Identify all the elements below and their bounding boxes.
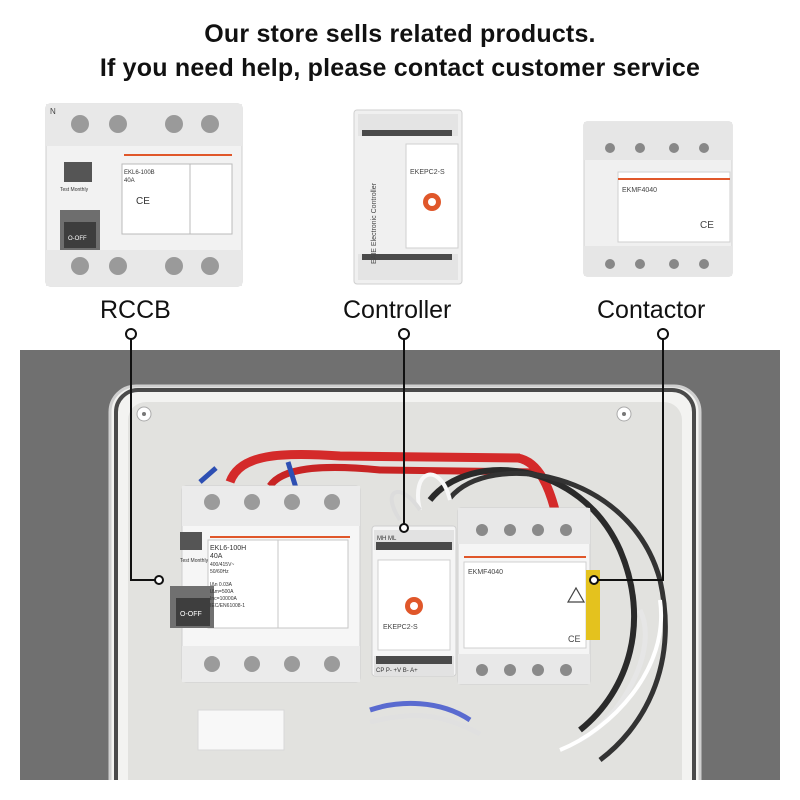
- contactor-model-text: EKMF4040: [622, 187, 657, 194]
- contactor-product-image: EKMF4040 CE: [583, 121, 733, 277]
- contactor-callout-marker: [657, 328, 669, 340]
- scene-controller-bottom: CP P- +V B- A+: [376, 668, 418, 674]
- contactor-ce-mark: CE: [700, 220, 714, 231]
- rccb-rating-text: 40A: [124, 178, 135, 184]
- controller-callout-marker: [398, 328, 410, 340]
- rccb-off-text: O-OFF: [68, 236, 87, 242]
- scene-rccb-spec2: 50/60Hz: [210, 569, 229, 575]
- controller-side-text: EAIE Electronic Controller: [371, 182, 378, 264]
- scene-rccb-spec1: 400/415V~: [210, 562, 234, 568]
- contactor-label: Contactor: [597, 296, 706, 324]
- controller-model-text: EKEPC2-S: [410, 169, 445, 176]
- installed-enclosure-photo: EKL6-100H 40A 400/415V~ 50/60Hz IΔn 0.03…: [20, 350, 780, 780]
- scene-contactor-model: EKMF4040: [468, 569, 503, 576]
- scene-rccb-off: O-OFF: [180, 611, 202, 618]
- scene-rccb-spec4: IΔm=500A: [210, 589, 234, 595]
- rccb-ce-mark: CE: [136, 196, 150, 207]
- scene-rccb-model: EKL6-100H: [210, 545, 246, 552]
- rccb-test-text: Test Monthly: [60, 187, 89, 193]
- scene-controller-top: MH ML: [377, 536, 397, 542]
- rccb-label: RCCB: [100, 296, 171, 324]
- scene-controller-model: EKEPC2-S: [383, 624, 418, 631]
- rccb-n-mark: N: [50, 107, 56, 116]
- headline-line-1: Our store sells related products.: [204, 20, 596, 48]
- controller-label: Controller: [343, 296, 452, 324]
- scene-rccb-test: Test Monthly: [180, 558, 209, 564]
- scene-rccb-spec5: Inc=10000A: [210, 596, 237, 602]
- scene-rccb-spec3: IΔn 0.03A: [210, 582, 233, 588]
- rccb-callout-marker: [125, 328, 137, 340]
- enclosure-illustration: EKL6-100H 40A 400/415V~ 50/60Hz IΔn 0.03…: [108, 384, 702, 780]
- headline-line-2: If you need help, please contact custome…: [99, 54, 701, 82]
- warning-triangle-icon: [566, 586, 586, 603]
- controller-product-image: EKEPC2-S EAIE Electronic Controller: [353, 109, 463, 285]
- scene-contactor-ce: CE: [568, 634, 581, 644]
- scene-rccb-rating: 40A: [210, 553, 223, 560]
- rccb-product-image: EKL6-100B 40A CE Test Monthly O-OFF N: [45, 103, 243, 287]
- scene-rccb-spec6: IEC/EN61008-1: [210, 603, 245, 609]
- rccb-model-text: EKL6-100B: [124, 170, 155, 176]
